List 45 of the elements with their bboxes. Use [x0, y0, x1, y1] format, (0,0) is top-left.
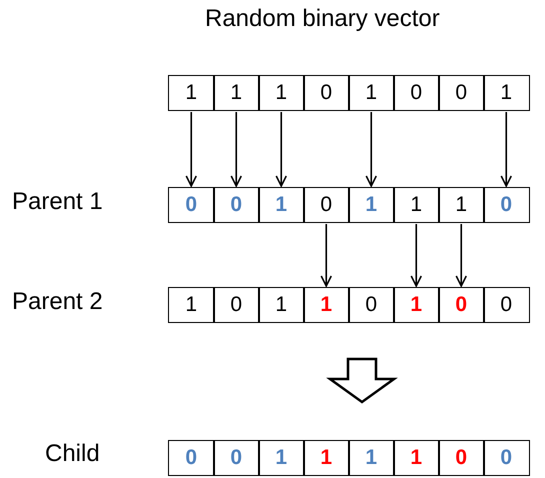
- arrow: [185, 112, 198, 187]
- array-cell: 1: [258, 440, 304, 476]
- array-cell: 1: [303, 440, 350, 476]
- array-cell: 0: [483, 287, 530, 323]
- array-cell: 0: [213, 187, 260, 223]
- array-cell: 1: [213, 75, 260, 111]
- array-cell: 1: [258, 187, 304, 223]
- array-cell: 1: [393, 440, 440, 476]
- array-cell: 1: [483, 75, 530, 111]
- array-cell: 1: [393, 287, 440, 323]
- array-cell: 0: [213, 440, 260, 476]
- row-label: Random binary vector: [205, 5, 440, 33]
- array-cell: 0: [393, 75, 440, 111]
- row-label: Child: [45, 440, 100, 468]
- array-cell: 0: [168, 440, 214, 476]
- array-cell: 1: [303, 287, 350, 323]
- arrow: [230, 112, 242, 187]
- array-cell: 1: [168, 75, 214, 111]
- array-cell: 0: [168, 187, 214, 223]
- array-cell: 1: [348, 75, 394, 111]
- array-cell: 0: [303, 75, 350, 111]
- array-cell: 1: [393, 187, 440, 223]
- array-cell: 1: [258, 75, 304, 111]
- array-cell: 0: [438, 440, 484, 476]
- array-cell: 0: [213, 287, 260, 323]
- array-cell: 0: [438, 75, 484, 111]
- array-cell: 1: [438, 187, 484, 223]
- arrow: [410, 224, 422, 287]
- array-cell: 1: [348, 440, 394, 476]
- arrow: [365, 112, 378, 187]
- array-cell: 0: [483, 440, 530, 476]
- row-label: Parent 2: [12, 288, 103, 316]
- arrow: [320, 224, 332, 287]
- row-label: Parent 1: [12, 188, 103, 216]
- array-cell: 0: [438, 287, 484, 323]
- arrow: [275, 112, 288, 187]
- array-cell: 0: [483, 187, 530, 223]
- array-cell: 1: [168, 287, 214, 323]
- array-cell: 0: [348, 287, 394, 323]
- array-cell: 0: [303, 187, 350, 223]
- array-cell: 1: [258, 287, 304, 323]
- block-arrow: [326, 358, 398, 404]
- arrow: [500, 112, 512, 187]
- array-cell: 1: [348, 187, 394, 223]
- arrow: [455, 224, 468, 287]
